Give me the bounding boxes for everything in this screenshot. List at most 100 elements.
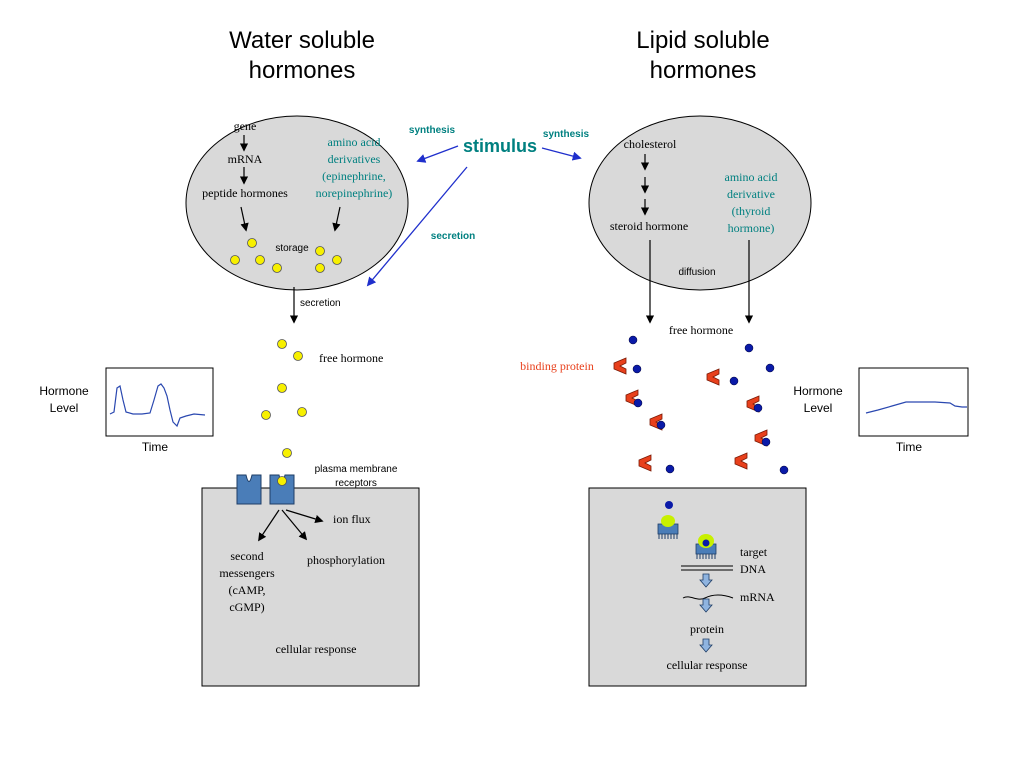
lipid-cellular-response: cellular response bbox=[667, 658, 748, 672]
water-free-hormone-label: free hormone bbox=[319, 351, 383, 365]
binding-protein bbox=[613, 357, 627, 375]
lipid-hormone bbox=[665, 464, 675, 474]
second-messengers-line2: messengers bbox=[219, 566, 275, 580]
lipid-hormone bbox=[628, 335, 638, 345]
stimulus-secretion-label: secretion bbox=[431, 231, 475, 242]
nuclear-hormone bbox=[702, 539, 710, 547]
free-water-hormones bbox=[261, 339, 307, 458]
lipid-hormone bbox=[656, 420, 666, 430]
water-cellular-response: cellular response bbox=[276, 642, 357, 656]
water-gland-cell bbox=[185, 115, 409, 291]
water-title-line2: hormones bbox=[249, 57, 356, 84]
arrow-to-ion-flux bbox=[285, 509, 324, 524]
synthesis-right-label: synthesis bbox=[543, 129, 590, 140]
left-ylabel-line2: Level bbox=[50, 401, 79, 415]
binding-protein bbox=[638, 454, 652, 472]
arrow-peptide-storage bbox=[240, 206, 249, 232]
right-xlabel: Time bbox=[896, 440, 923, 454]
stored-hormone bbox=[332, 255, 342, 265]
water-target-cell bbox=[201, 487, 420, 687]
arrow-stimulus-to-lipid bbox=[541, 147, 582, 161]
lipid-free-hormones bbox=[628, 335, 789, 475]
left-ylabel-line1: Hormone bbox=[39, 384, 89, 398]
stored-hormone bbox=[247, 238, 257, 248]
synthesis-left-label: synthesis bbox=[409, 125, 456, 136]
right-level-curve bbox=[865, 401, 967, 414]
stored-hormone bbox=[230, 255, 240, 265]
entering-hormone bbox=[665, 501, 673, 509]
mrna-label: mRNA bbox=[228, 152, 263, 166]
binding-proteins bbox=[613, 357, 768, 472]
arrow-stimulus-secretion bbox=[366, 166, 468, 287]
lipid-hormone bbox=[744, 343, 754, 353]
lipid-aa-line3: (thyroid bbox=[732, 204, 771, 218]
arrow-aa-storage bbox=[332, 206, 341, 232]
receptor bbox=[236, 474, 262, 505]
peptide-hormones-label: peptide hormones bbox=[202, 186, 288, 200]
lipid-hormone bbox=[765, 363, 775, 373]
lipid-gland-cell bbox=[588, 115, 812, 291]
stimulus-label: stimulus bbox=[463, 136, 537, 156]
left-xlabel: Time bbox=[142, 440, 169, 454]
stored-hormone bbox=[315, 263, 325, 273]
lipid-title-line2: hormones bbox=[650, 57, 757, 84]
water-aa-line3: (epinephrine, bbox=[322, 169, 386, 183]
free-hormone bbox=[261, 410, 271, 420]
steroid-hormone-label: steroid hormone bbox=[610, 219, 688, 233]
binding-protein bbox=[706, 368, 720, 386]
water-aa-line1: amino acid bbox=[328, 135, 381, 149]
lipid-aa-line2: derivative bbox=[727, 187, 775, 201]
free-hormone bbox=[293, 351, 303, 361]
free-hormone bbox=[297, 407, 307, 417]
protein-label: protein bbox=[690, 622, 724, 636]
water-aa-line2: derivatives bbox=[328, 152, 381, 166]
lipid-hormone bbox=[729, 376, 739, 386]
stored-hormone bbox=[255, 255, 265, 265]
left-level-graph bbox=[105, 367, 214, 437]
stored-hormone bbox=[272, 263, 282, 273]
gene-label: gene bbox=[234, 119, 257, 133]
water-title-line1: Water soluble bbox=[229, 27, 375, 54]
lipid-mrna-label: mRNA bbox=[740, 590, 775, 604]
water-aa-line4: norepinephrine) bbox=[316, 186, 393, 200]
mrna-strand bbox=[682, 594, 734, 600]
lipid-free-hormone-label: free hormone bbox=[669, 323, 733, 337]
left-level-curve bbox=[109, 383, 206, 428]
target-dna-line2: DNA bbox=[740, 562, 766, 576]
diffusion-label: diffusion bbox=[678, 267, 715, 278]
target-dna-line1: target bbox=[740, 545, 768, 559]
second-messengers-line3: (cAMP, bbox=[228, 583, 265, 597]
free-hormone bbox=[277, 339, 287, 349]
second-messengers-line1: second bbox=[230, 549, 263, 563]
cholesterol-label: cholesterol bbox=[624, 137, 677, 151]
secretion-label: secretion bbox=[300, 298, 341, 309]
arrow-to-phosphorylation bbox=[281, 509, 308, 541]
plasma-membrane-line2: receptors bbox=[335, 478, 377, 489]
arrow-to-second-messengers bbox=[258, 509, 280, 542]
lipid-aa-line4: hormone) bbox=[728, 221, 775, 235]
plasma-membrane-line1: plasma membrane bbox=[315, 464, 398, 475]
lipid-title-line1: Lipid soluble bbox=[636, 27, 769, 54]
binding-protein-label: binding protein bbox=[520, 359, 594, 373]
bound-hormone bbox=[277, 476, 287, 486]
free-hormone bbox=[277, 383, 287, 393]
binding-protein bbox=[734, 452, 748, 470]
free-hormone bbox=[282, 448, 292, 458]
phosphorylation-label: phosphorylation bbox=[307, 553, 385, 567]
right-ylabel-line2: Level bbox=[804, 401, 833, 415]
arrow-stimulus-to-water bbox=[416, 145, 459, 163]
ion-flux-label: ion flux bbox=[333, 512, 371, 526]
receptor-bound-complex bbox=[661, 515, 675, 527]
lipid-hormone bbox=[761, 437, 771, 447]
lipid-hormone bbox=[753, 403, 763, 413]
plasma-membrane-receptors bbox=[236, 474, 295, 505]
lipid-aa-line1: amino acid bbox=[725, 170, 778, 184]
second-messengers-line4: cGMP) bbox=[229, 600, 264, 614]
lipid-hormone bbox=[633, 398, 643, 408]
stored-hormones bbox=[230, 238, 342, 273]
storage-label: storage bbox=[275, 243, 309, 254]
lipid-hormone bbox=[632, 364, 642, 374]
stored-hormone bbox=[315, 246, 325, 256]
lipid-target-cell bbox=[588, 487, 807, 687]
